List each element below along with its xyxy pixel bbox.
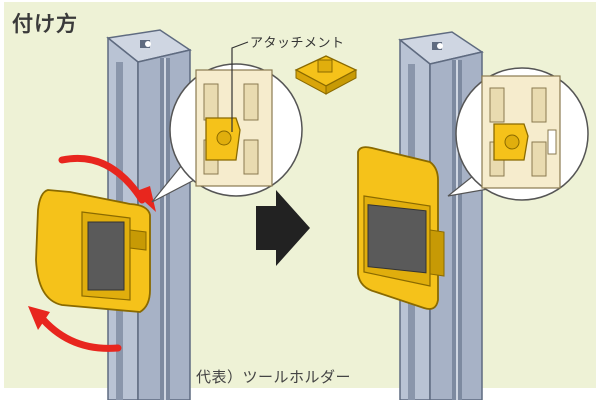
- attachment-label: アタッチメント: [250, 36, 345, 51]
- curved-arrow-icon: [58, 154, 146, 204]
- holder-screen-left: [87, 221, 125, 291]
- attachment-leader-line: [231, 41, 249, 132]
- right-arrow-icon: [256, 190, 310, 266]
- arrowhead-top: [134, 186, 156, 212]
- page-title: 付け方: [12, 12, 78, 36]
- tool-holder-mounted: [357, 146, 445, 310]
- tool-holder-left: [35, 189, 151, 313]
- holder-screen-right: [367, 204, 427, 274]
- bracket-detail-left: [195, 69, 273, 187]
- curved-arrow-icon-lower: [36, 312, 122, 352]
- attachment-part: [294, 55, 358, 95]
- arrowhead-bottom: [28, 306, 50, 330]
- bracket-detail-right: [481, 75, 561, 189]
- caption: 代表）ツールホルダー: [196, 368, 352, 386]
